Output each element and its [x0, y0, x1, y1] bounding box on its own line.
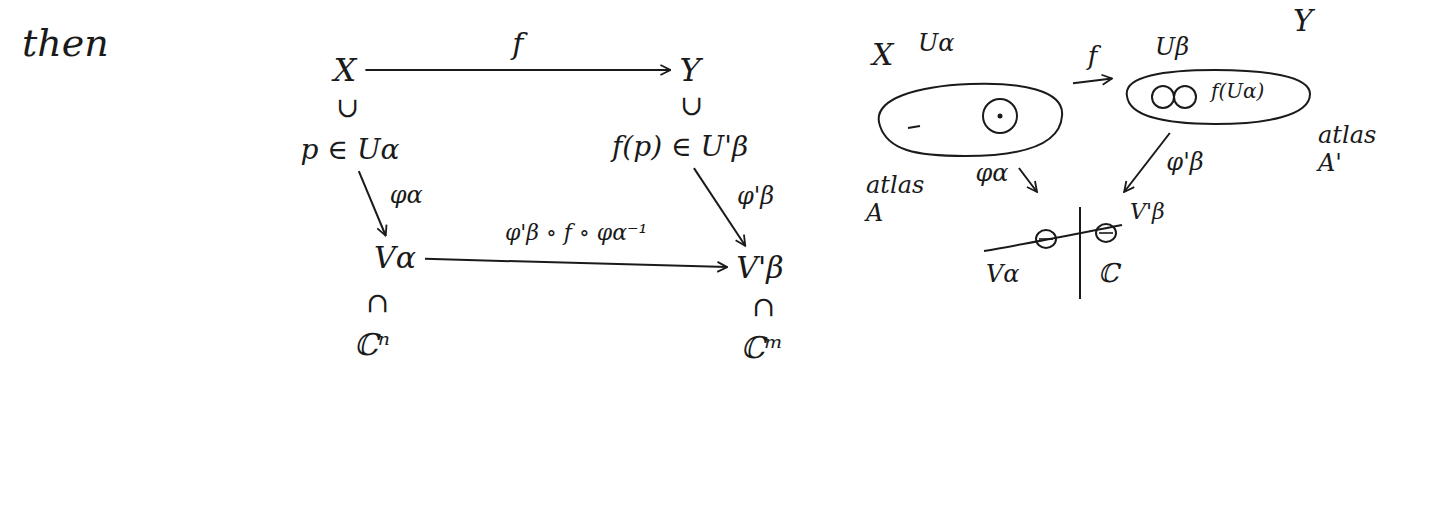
node-text: V'β	[1130, 199, 1165, 224]
map-label: φ'β ∘ f ∘ φα⁻¹	[502, 220, 651, 245]
map-label: f	[509, 27, 526, 62]
imaginary-axis	[1079, 207, 1081, 299]
inclusion-symbol: ∪	[336, 92, 359, 124]
blob-outline	[879, 84, 1062, 156]
chart-image: V'β	[730, 249, 789, 288]
node-text: Uβ	[1155, 34, 1189, 62]
node-text: ℂᵐ	[741, 331, 783, 366]
tick-mark	[908, 126, 920, 128]
node-text: ℂ	[1098, 259, 1119, 289]
chart-region	[1039, 238, 1053, 240]
intro-word: then	[22, 22, 109, 66]
atlas-note: atlas A'	[1318, 122, 1388, 177]
chart-region	[1099, 232, 1113, 234]
mapping-arrow	[365, 69, 670, 71]
inclusion-symbol: ∩	[752, 291, 775, 323]
mapping-arrow	[1073, 79, 1112, 84]
node-text: Vα	[986, 261, 1020, 289]
chart-region	[1096, 224, 1116, 242]
node-text: X	[334, 52, 357, 89]
map-label: φα	[387, 182, 426, 210]
map-label: φα	[972, 160, 1011, 188]
node-text: ℂⁿ	[354, 328, 390, 363]
image-set	[1174, 86, 1196, 108]
point-dot	[998, 114, 1003, 119]
node-text: f(Uα)	[1211, 80, 1264, 103]
chart-region	[1036, 230, 1056, 248]
node-text: Y	[1293, 4, 1313, 39]
node-text: f(p) ∈ U'β	[612, 131, 748, 163]
mapping-arrow	[359, 171, 386, 236]
open-set	[983, 99, 1017, 133]
inclusion-symbol: ∩	[366, 287, 389, 319]
object-label: Y	[673, 50, 706, 91]
atlas-note: atlas A	[866, 172, 936, 227]
image-set	[1152, 86, 1174, 108]
map-label: φ'β	[1163, 149, 1206, 177]
manifold-blob: X Uα	[860, 28, 1070, 165]
complex-space: ℂⁿ	[348, 326, 396, 365]
node-text: V'β	[736, 251, 783, 286]
complex-space: ℂᵐ	[735, 329, 789, 368]
mapping-arrow	[1019, 168, 1037, 192]
chart-domain: f(p) ∈ U'β	[606, 129, 754, 165]
node-text: Uα	[918, 30, 954, 58]
chart-image: Vα	[368, 239, 422, 278]
mapping-arrow	[425, 259, 727, 267]
chart-domain: p ∈ Uα	[295, 132, 406, 168]
inclusion-symbol: ∪	[680, 90, 703, 122]
node-text: Vα	[374, 241, 416, 276]
map-label: f	[1085, 42, 1101, 72]
node-text: X	[872, 38, 893, 73]
manifold-blob: Y Uβ f(Uα)	[1115, 0, 1330, 130]
complex-plane: Vα V'βℂ	[980, 195, 1180, 303]
node-text: Y	[679, 52, 700, 89]
blob-outline	[1127, 70, 1310, 124]
real-axis	[984, 225, 1122, 251]
node-text: p ∈ Uα	[301, 134, 400, 166]
map-label: φ'β	[734, 183, 777, 211]
object-label: X	[328, 50, 363, 91]
